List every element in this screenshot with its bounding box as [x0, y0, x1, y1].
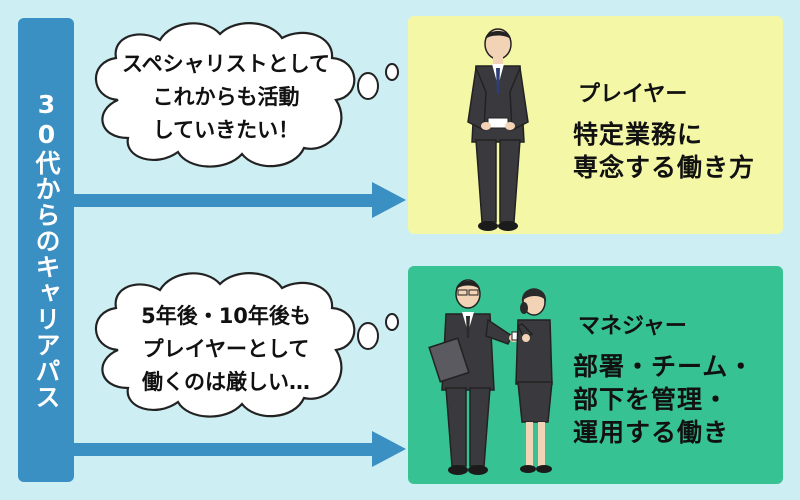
bubble-line: スペシャリストとして [122, 52, 330, 76]
bubble-line: 5年後・10年後も [141, 304, 311, 328]
player-panel: プレイヤー 特定業務に 専念する働き方 [408, 16, 783, 234]
bubble-line: 働くのは厳しい… [142, 370, 310, 394]
arrow-to-manager [74, 431, 406, 467]
bubble-line: これからも活動 [152, 85, 300, 109]
description-line: 特定業務に [573, 120, 704, 149]
arrow-to-player [74, 182, 406, 218]
player-title: プレイヤー [578, 82, 688, 107]
description-line: 専念する働き方 [573, 153, 756, 182]
lower-bubble-text: 5年後・10年後も プレイヤーとして 働くのは厳しい… [100, 300, 352, 399]
business-meeting-illustration [428, 279, 553, 475]
manager-title: マネジャー [578, 314, 687, 339]
description-line: 部下を管理・ [573, 385, 730, 414]
bubble-line: していきたい！ [152, 118, 300, 142]
manager-description: 部署・チーム・ 部下を管理・ 運用する働き [573, 350, 754, 449]
businessman-illustration [467, 28, 529, 231]
upper-bubble-text: スペシャリストとして これからも活動 していきたい！ [100, 48, 352, 147]
description-line: 運用する働き [573, 418, 730, 447]
description-line: 部署・チーム・ [573, 352, 755, 381]
manager-panel: マネジャー 部署・チーム・ 部下を管理・ 運用する働き [408, 266, 783, 484]
thought-bubble-lower [94, 272, 399, 418]
career-path-bar: 30代からのキャリアパス [18, 18, 74, 482]
player-description: 特定業務に 専念する働き方 [573, 118, 755, 184]
career-path-label: 30代からのキャリアパス [32, 90, 61, 410]
bubble-line: プレイヤーとして [142, 337, 310, 361]
thought-bubble-upper [94, 22, 399, 168]
